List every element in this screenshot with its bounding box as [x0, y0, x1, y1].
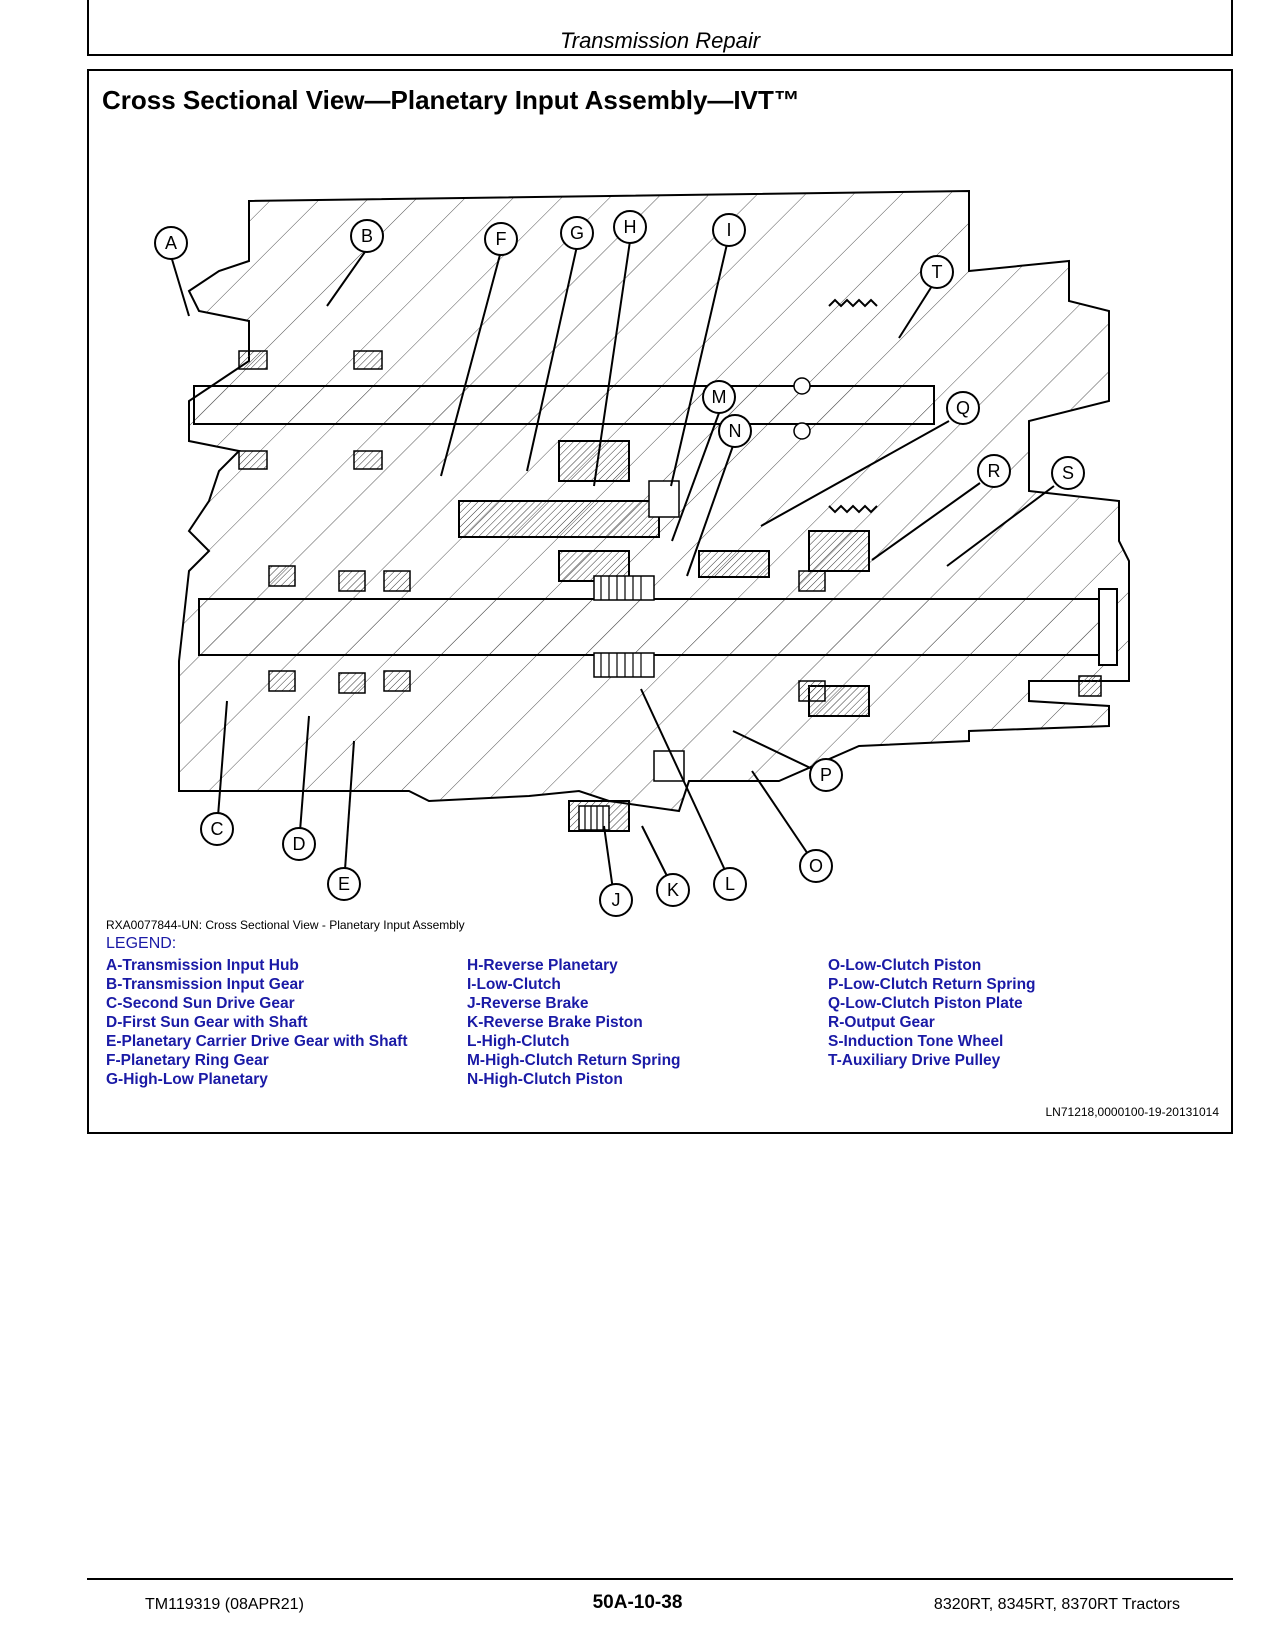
legend-item: R-Output Gear: [828, 1014, 935, 1031]
input-shaft: [193, 385, 935, 425]
reference-code: LN71218,0000100-19-20131014: [1045, 1105, 1220, 1119]
footer-divider: [87, 1578, 1233, 1580]
main-shaft: [198, 598, 1110, 656]
callout-label-k: K: [667, 880, 679, 900]
legend-item: C-Second Sun Drive Gear: [106, 995, 295, 1012]
legend-item: A-Transmission Input Hub: [106, 957, 299, 974]
callout-label-q: Q: [956, 398, 970, 418]
callout-label-e: E: [338, 874, 350, 894]
callout-m: [702, 380, 736, 414]
callout-label-s: S: [1062, 463, 1074, 483]
legend-item: K-Reverse Brake Piston: [467, 1014, 643, 1031]
callout-label-t: T: [932, 262, 943, 282]
callout-label-b: B: [361, 226, 373, 246]
legend-item: N-High-Clutch Piston: [467, 1071, 623, 1088]
callout-k: [656, 873, 690, 907]
callouts: [154, 210, 1085, 917]
content-box: Cross Sectional View—Planetary Input Ass…: [87, 69, 1233, 1134]
callout-label-h: H: [624, 217, 637, 237]
callout-a: [154, 226, 188, 260]
callout-label-p: P: [820, 765, 832, 785]
figure-caption: RXA0077844-UN: Cross Sectional View - Pl…: [106, 918, 465, 932]
cross-section-diagram: A B C D E F G H I J K L M N O P Q R S T: [154, 189, 1130, 917]
callout-b: [350, 219, 384, 253]
legend-item: J-Reverse Brake: [467, 995, 589, 1012]
legend-item: Q-Low-Clutch Piston Plate: [828, 995, 1023, 1012]
callout-l: [713, 867, 747, 901]
callout-q: [946, 391, 980, 425]
legend-item: L-High-Clutch: [467, 1033, 570, 1050]
header-title: Transmission Repair: [559, 28, 761, 53]
callout-label-d: D: [293, 834, 306, 854]
callout-label-a: A: [165, 233, 177, 253]
footer-manual-id: TM119319 (08APR21): [145, 1596, 304, 1613]
legend-item: O-Low-Clutch Piston: [828, 957, 982, 974]
callout-e: [327, 867, 361, 901]
callout-d: [282, 827, 316, 861]
legend-item: G-High-Low Planetary: [106, 1071, 268, 1088]
legend-column-2: H-Reverse Planetary I-Low-Clutch J-Rever…: [467, 956, 681, 1089]
legend-item: S-Induction Tone Wheel: [828, 1033, 1004, 1050]
callout-r: [977, 454, 1011, 488]
callout-label-i: I: [726, 220, 731, 240]
legend-item: M-High-Clutch Return Spring: [467, 1052, 681, 1069]
callout-j: [599, 883, 633, 917]
callout-c: [200, 812, 234, 846]
page-header: Transmission Repair: [87, 0, 1233, 56]
callout-o: [799, 849, 833, 883]
callout-g: [560, 216, 594, 250]
legend-item: B-Transmission Input Gear: [106, 976, 305, 993]
callout-label-c: C: [211, 819, 224, 839]
callout-t: [920, 255, 954, 289]
legend-item: D-First Sun Gear with Shaft: [106, 1014, 308, 1031]
footer-page-number: 50A-10-38: [592, 1592, 683, 1613]
callout-label-j: J: [612, 890, 621, 910]
callout-label-l: L: [725, 874, 735, 894]
legend-item: H-Reverse Planetary: [467, 957, 618, 974]
legend-item: P-Low-Clutch Return Spring: [828, 976, 1036, 993]
callout-label-m: M: [712, 387, 727, 407]
legend-column-1: A-Transmission Input Hub B-Transmission …: [106, 956, 408, 1089]
callout-label-f: F: [496, 229, 507, 249]
callout-s: [1051, 456, 1085, 490]
section-title: Cross Sectional View—Planetary Input Ass…: [102, 85, 800, 115]
legend-title: LEGEND:: [106, 935, 177, 952]
legend-column-3: O-Low-Clutch Piston P-Low-Clutch Return …: [828, 956, 1036, 1070]
callout-label-g: G: [570, 223, 584, 243]
footer-models: 8320RT, 8345RT, 8370RT Tractors: [933, 1596, 1180, 1613]
callout-n: [718, 414, 752, 448]
callout-f: [484, 222, 518, 256]
callout-label-o: O: [809, 856, 823, 876]
legend-item: E-Planetary Carrier Drive Gear with Shaf…: [106, 1033, 408, 1050]
legend-item: I-Low-Clutch: [467, 976, 561, 993]
callout-i: [712, 213, 746, 247]
callout-label-r: R: [988, 461, 1001, 481]
legend-item: T-Auxiliary Drive Pulley: [828, 1052, 1001, 1069]
callout-label-n: N: [729, 421, 742, 441]
callout-h: [613, 210, 647, 244]
legend-item: F-Planetary Ring Gear: [106, 1052, 269, 1069]
callout-p: [809, 758, 843, 792]
